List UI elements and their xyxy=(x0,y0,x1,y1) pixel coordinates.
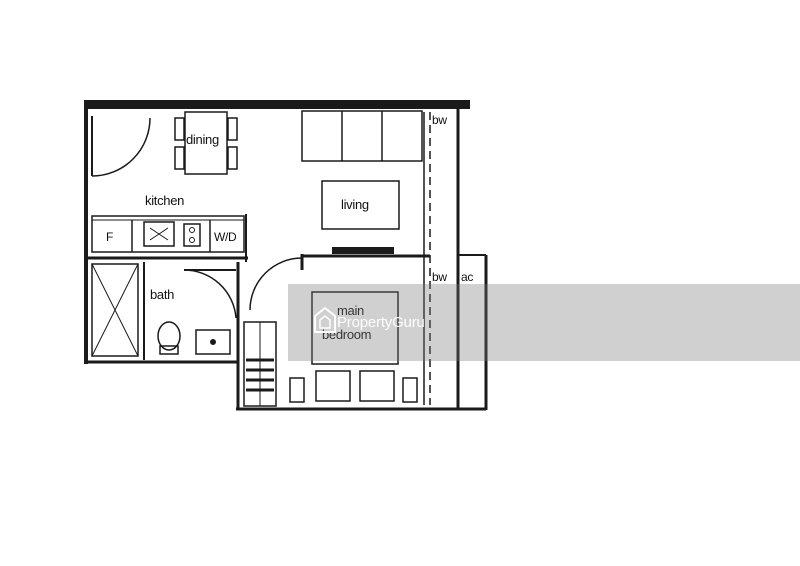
bay-window-top-label: bw xyxy=(432,113,447,127)
dining-chair xyxy=(227,117,238,141)
stove xyxy=(183,223,201,247)
kitchen-counter xyxy=(91,215,245,253)
bath-label: bath xyxy=(150,287,175,302)
toilet xyxy=(157,321,181,351)
shower-tray xyxy=(91,263,139,357)
watermark-band xyxy=(288,284,800,361)
dining-chair xyxy=(174,146,185,170)
living-label: living xyxy=(341,197,369,212)
bedroom-door-swing xyxy=(249,257,303,311)
washer-dryer-label: W/D xyxy=(214,230,237,244)
sink xyxy=(143,221,175,247)
bed-sidetable xyxy=(289,377,305,403)
main-bedroom-label-line1: main xyxy=(337,303,364,318)
watermark-text: PropertyGuru xyxy=(337,314,425,331)
fridge-label: F xyxy=(106,230,114,244)
dining-table xyxy=(184,111,228,175)
dining-chair xyxy=(174,117,185,141)
kitchen-label: kitchen xyxy=(145,193,185,208)
bath-basin xyxy=(195,329,231,355)
sofa xyxy=(301,110,423,162)
bath-door-swing xyxy=(183,269,237,319)
dining-chair xyxy=(227,146,238,170)
pillow xyxy=(315,370,351,402)
bay-window-mid-label: bw xyxy=(432,270,447,284)
aircon-ledge-label: ac xyxy=(461,270,474,284)
propertyguru-logo-icon xyxy=(314,306,336,333)
tv-console xyxy=(332,247,394,254)
top-wall xyxy=(84,100,470,109)
pillow xyxy=(359,370,395,402)
coffee-table xyxy=(321,180,400,230)
entrance-door-swing xyxy=(91,117,151,177)
dining-label: dining xyxy=(186,132,219,147)
bed-sidetable xyxy=(402,377,418,403)
bed xyxy=(311,291,399,365)
